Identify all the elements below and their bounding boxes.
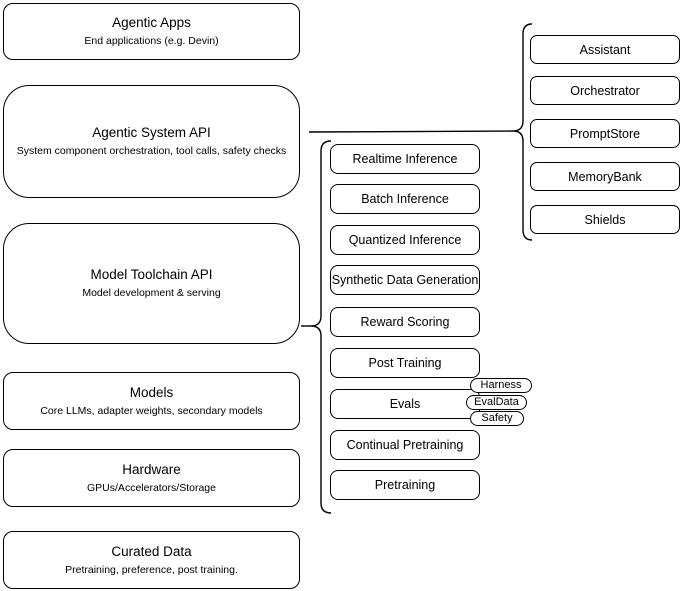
node-agentic-system-api: Agentic System API System component orch… bbox=[3, 85, 300, 198]
node-subtitle: End applications (e.g. Devin) bbox=[84, 35, 219, 47]
toolchain-brace bbox=[310, 140, 332, 514]
node-subtitle: System component orchestration, tool cal… bbox=[16, 145, 287, 157]
node-label: MemoryBank bbox=[568, 169, 642, 184]
node-promptstore: PromptStore bbox=[530, 119, 680, 148]
node-label: PromptStore bbox=[569, 126, 641, 141]
components-brace-connector bbox=[308, 130, 514, 133]
node-evals: Evals bbox=[330, 389, 480, 419]
node-subtitle: GPUs/Accelerators/Storage bbox=[87, 481, 216, 494]
node-subtitle: Core LLMs, adapter weights, secondary mo… bbox=[40, 404, 263, 417]
node-reward-scoring: Reward Scoring bbox=[330, 307, 480, 337]
node-model-toolchain-api: Model Toolchain API Model development & … bbox=[3, 223, 300, 344]
node-title: Models bbox=[129, 384, 174, 400]
node-subtitle: Pretraining, preference, post training. bbox=[65, 563, 238, 576]
node-title: Model Toolchain API bbox=[90, 267, 213, 282]
node-pretraining: Pretraining bbox=[330, 470, 480, 500]
node-synthetic-data-generation: Synthetic Data Generation bbox=[330, 265, 480, 295]
node-title: Agentic System API bbox=[92, 125, 211, 140]
node-realtime-inference: Realtime Inference bbox=[330, 144, 480, 174]
node-hardware: Hardware GPUs/Accelerators/Storage bbox=[3, 449, 300, 507]
node-subtitle: Model development & serving bbox=[82, 287, 221, 299]
pill-harness: Harness bbox=[470, 378, 532, 393]
node-agentic-apps: Agentic Apps End applications (e.g. Devi… bbox=[3, 3, 300, 60]
pill-label: EvalData bbox=[474, 396, 519, 408]
node-label: Reward Scoring bbox=[360, 315, 450, 329]
node-memorybank: MemoryBank bbox=[530, 162, 680, 191]
pill-evaldata: EvalData bbox=[466, 395, 527, 410]
node-label: Assistant bbox=[579, 42, 631, 57]
node-label: Quantized Inference bbox=[348, 233, 462, 247]
node-label: Evals bbox=[389, 397, 421, 411]
node-label: Continual Pretraining bbox=[346, 438, 464, 452]
node-title: Agentic Apps bbox=[112, 15, 191, 30]
node-label: Synthetic Data Generation bbox=[331, 273, 479, 287]
node-title: Curated Data bbox=[111, 543, 192, 559]
node-curated-data: Curated Data Pretraining, preference, po… bbox=[3, 531, 300, 589]
node-label: Orchestrator bbox=[570, 83, 640, 98]
node-label: Shields bbox=[584, 212, 626, 227]
node-models: Models Core LLMs, adapter weights, secon… bbox=[3, 372, 300, 430]
node-shields: Shields bbox=[530, 205, 680, 234]
pill-label: Safety bbox=[481, 412, 513, 424]
node-assistant: Assistant bbox=[530, 35, 680, 64]
pill-label: Harness bbox=[480, 379, 522, 391]
node-continual-pretraining: Continual Pretraining bbox=[330, 430, 480, 460]
node-title: Hardware bbox=[122, 461, 181, 477]
pill-safety: Safety bbox=[470, 411, 524, 426]
node-post-training: Post Training bbox=[330, 348, 480, 378]
node-batch-inference: Batch Inference bbox=[330, 184, 480, 214]
node-label: Realtime Inference bbox=[352, 152, 458, 166]
node-orchestrator: Orchestrator bbox=[530, 76, 680, 105]
node-label: Post Training bbox=[368, 356, 442, 370]
node-label: Batch Inference bbox=[361, 192, 449, 206]
node-quantized-inference: Quantized Inference bbox=[330, 225, 480, 255]
node-label: Pretraining bbox=[374, 478, 436, 492]
